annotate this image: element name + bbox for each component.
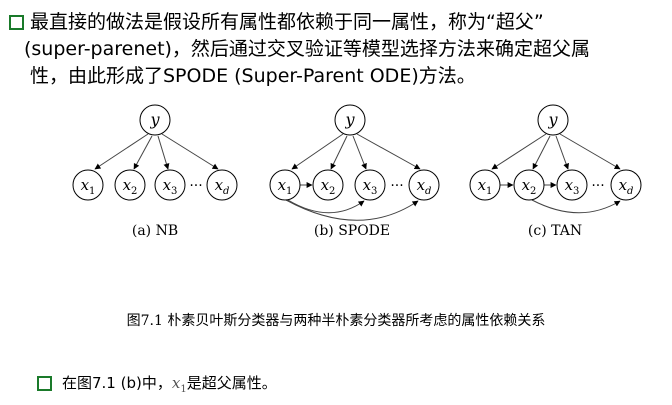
node-xd-nb: xd <box>215 176 230 197</box>
node-y-spode: y <box>344 110 355 129</box>
note-suffix: 是超父属性。 <box>186 374 277 392</box>
node-xd-tan: xd <box>619 176 634 197</box>
caption-nb: (a) NB <box>132 223 178 239</box>
caption-tan: (c) TAN <box>528 223 582 239</box>
bayes-network-diagrams: y x1 x2 x3 ··· xd (a) NB y x1 x2 x3 ··· … <box>72 104 642 239</box>
paragraph-line-3: 性，由此形成了SPODE (Super-Parent ODE)方法。 <box>30 65 476 87</box>
bullet-square-icon <box>9 15 24 30</box>
note-variable: x1 <box>171 374 187 395</box>
node-x3-spode: x3 <box>363 176 378 197</box>
main-paragraph: 最直接的做法是假设所有属性都依赖于同一属性，称为“超父” (super-pare… <box>24 9 660 90</box>
figure-caption: 图7.1 朴素贝叶斯分类器与两种半朴素分类器所考虑的属性依赖关系 <box>126 313 546 329</box>
node-xd-spode: xd <box>417 176 432 197</box>
node-x2-tan: x2 <box>522 176 537 197</box>
node-x1-spode: x1 <box>278 176 293 197</box>
caption-spode: (b) SPODE <box>314 223 390 239</box>
paragraph-line-2: (super-parenet)，然后通过交叉验证等模型选择方法来确定超父属 <box>24 38 590 60</box>
node-x1-nb: x1 <box>81 176 96 197</box>
note-var-sub: 1 <box>180 384 187 395</box>
node-x3-tan: x3 <box>565 176 580 197</box>
node-x1-tan: x1 <box>478 176 493 197</box>
node-x3-nb: x3 <box>163 176 178 197</box>
node-y-tan: y <box>547 110 558 129</box>
note-prefix: 在图7.1 (b)中， <box>62 374 172 392</box>
diagram-tan: y x1 x2 x3 ··· xd (c) TAN <box>469 104 642 239</box>
node-x2-spode: x2 <box>321 176 336 197</box>
ellipsis-spode: ··· <box>390 178 403 194</box>
ellipsis-nb: ··· <box>189 178 202 194</box>
diagram-nb: y x1 x2 x3 ··· xd (a) NB <box>72 104 238 239</box>
ellipsis-tan: ··· <box>591 178 604 194</box>
note-line: 在图7.1 (b)中，x1是超父属性。 <box>62 372 277 395</box>
diagram-spode: y x1 x2 x3 ··· xd (b) SPODE <box>269 104 440 239</box>
bullet-square-icon-2 <box>37 376 52 391</box>
note-var-letter: x <box>171 374 181 392</box>
node-y-nb: y <box>149 110 160 129</box>
node-x2-nb: x2 <box>123 176 138 197</box>
paragraph-line-1: 最直接的做法是假设所有属性都依赖于同一属性，称为“超父” <box>30 11 544 33</box>
